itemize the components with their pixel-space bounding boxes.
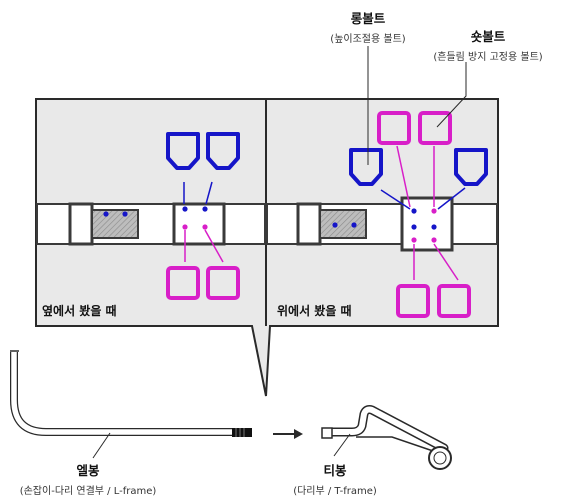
side-view-assembly: [36, 132, 266, 300]
long-bolt-shape: [166, 132, 200, 170]
short-bolt-shape: [206, 266, 240, 300]
transform-arrow: [273, 429, 303, 439]
long-bolt-shape: [349, 148, 383, 186]
long-bolt-title: 롱볼트: [350, 11, 386, 26]
short-bolt-shape: [166, 266, 200, 300]
hatched-insert: [91, 209, 139, 239]
side-view-caption: 옆에서 봤을 때: [42, 304, 117, 318]
long-bolt-label: 롱볼트 (높이조절용 볼트): [314, 8, 422, 45]
short-bolt-label: 숏볼트 (흔들림 방지 고정용 볼트): [414, 26, 562, 63]
top-view-caption: 위에서 봤을 때: [277, 304, 352, 318]
short-bolt-subtitle: (흔들림 방지 고정용 볼트): [433, 52, 543, 63]
tee-subtitle: (다리부 / T-frame): [293, 486, 377, 497]
short-bolt-shape: [418, 111, 452, 145]
tee-label: 티봉 (다리부 / T-frame): [270, 460, 400, 497]
short-bolt-shape: [437, 284, 471, 318]
tee-leader: [333, 433, 351, 457]
elbow-subtitle: (손잡이-다리 연결부 / L-frame): [19, 486, 157, 497]
top-view-assembly: [266, 111, 498, 318]
tee-title: 티봉: [323, 463, 347, 478]
short-bolt-title: 숏볼트: [470, 29, 506, 44]
end-cap-circle: [428, 446, 452, 470]
elbow-frame-illustration: [10, 350, 252, 459]
elbow-title: 엘봉: [76, 463, 100, 478]
long-bolt-shape: [206, 132, 240, 170]
tee-frame-illustration: [321, 405, 452, 470]
long-bolt-subtitle: (높이조절용 볼트): [330, 34, 406, 45]
elbow-label: 엘봉 (손잡이-다리 연결부 / L-frame): [0, 460, 176, 497]
short-bolt-leader: [436, 62, 467, 128]
elbow-leader: [92, 432, 111, 459]
long-bolt-shape: [454, 148, 488, 186]
short-bolt-shape: [377, 111, 411, 145]
hatched-insert: [319, 209, 367, 239]
short-bolt-shape: [396, 284, 430, 318]
